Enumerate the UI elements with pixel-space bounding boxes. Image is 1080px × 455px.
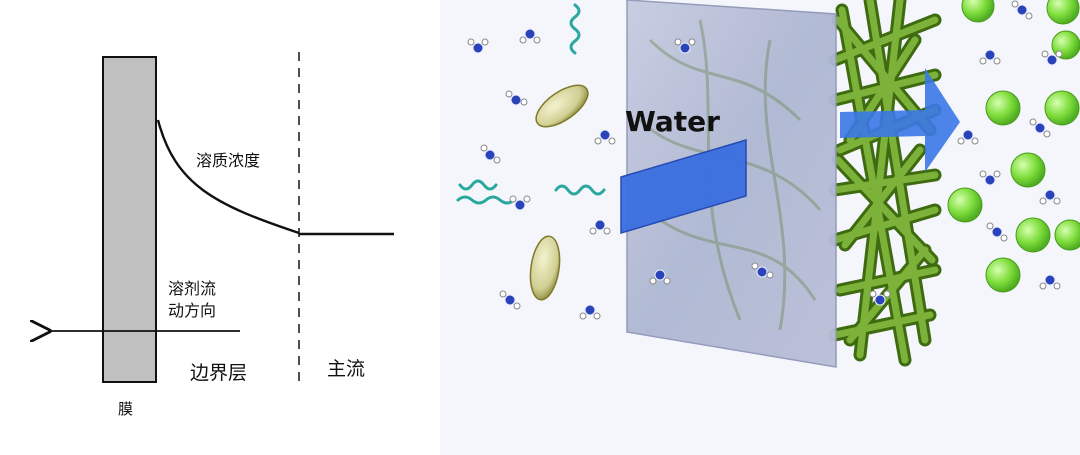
helix-molecules — [456, 3, 606, 205]
support-fiber-mesh — [828, 0, 942, 367]
solute-particles — [947, 0, 1080, 293]
water-flux-arrow — [620, 138, 747, 235]
water-molecules — [467, 0, 1063, 320]
membrane-filtration-illustration: Water — [440, 0, 1080, 455]
water-label: Water — [625, 105, 720, 138]
flow-label-line1: 溶剂流 — [168, 279, 216, 298]
membrane-label: 膜 — [118, 400, 133, 418]
macromolecule-particles — [529, 84, 589, 301]
bulk-flow-label: 主流 — [327, 358, 365, 380]
permeate-flow-arrow — [840, 68, 960, 172]
boundary-layer-label: 边界层 — [190, 362, 247, 384]
membrane-bar — [102, 56, 157, 383]
flow-label-line2: 动方向 — [168, 301, 216, 320]
solute-concentration-curve — [156, 119, 300, 235]
curve-label: 溶质浓度 — [196, 151, 260, 170]
concentration-polarization-diagram: 溶质浓度 溶剂流 动方向 边界层 主流 膜 — [48, 52, 394, 418]
